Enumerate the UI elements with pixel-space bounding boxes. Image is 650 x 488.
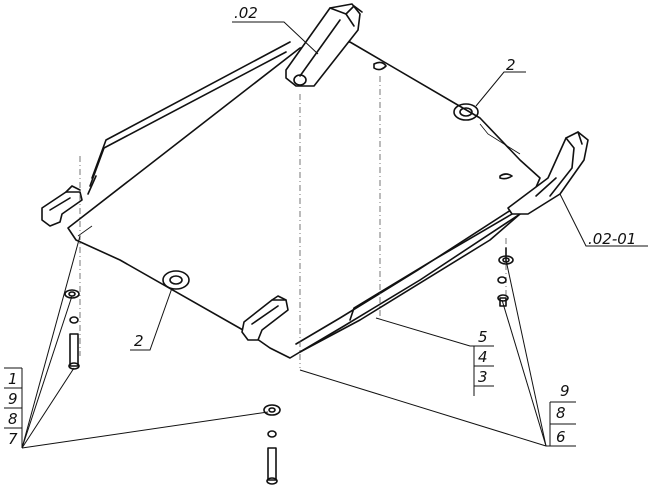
bracket-02 <box>285 3 363 87</box>
label-stack-right: 9 8 6 <box>549 382 576 446</box>
labels: .02 2 .02-01 2 1 9 8 7 5 4 3 <box>4 4 636 448</box>
fastener-stack-right <box>497 247 514 307</box>
fastener-stack-left <box>64 289 80 370</box>
label-stack-left: 1 9 8 7 <box>4 368 23 448</box>
washer-top-right <box>453 103 479 121</box>
label-stack-mid: 5 4 3 <box>473 328 494 396</box>
bracket-02-01 <box>507 131 589 215</box>
label-mid-5: 5 <box>478 328 488 346</box>
skid-plate <box>67 41 541 359</box>
label-part-02-01: .02-01 <box>588 230 636 248</box>
label-right-6: 6 <box>556 428 566 446</box>
label-mid-3: 3 <box>478 368 488 386</box>
label-left-7: 7 <box>8 430 18 448</box>
label-mid-4: 4 <box>478 348 488 366</box>
label-left-9: 9 <box>8 390 18 408</box>
label-left-8: 8 <box>8 410 18 428</box>
label-item-2-bottom: 2 <box>134 332 144 350</box>
fastener-stack-bottom <box>263 404 281 485</box>
washer-front-left <box>162 270 190 290</box>
leader-lines <box>4 21 648 449</box>
label-item-2-top: 2 <box>506 56 516 74</box>
label-left-1: 1 <box>8 370 18 388</box>
bracket-left <box>41 185 83 227</box>
label-part-02: .02 <box>234 4 258 22</box>
label-right-8: 8 <box>556 404 566 422</box>
label-right-9: 9 <box>560 382 570 400</box>
centerlines <box>79 76 507 368</box>
bracket-front <box>241 295 289 341</box>
